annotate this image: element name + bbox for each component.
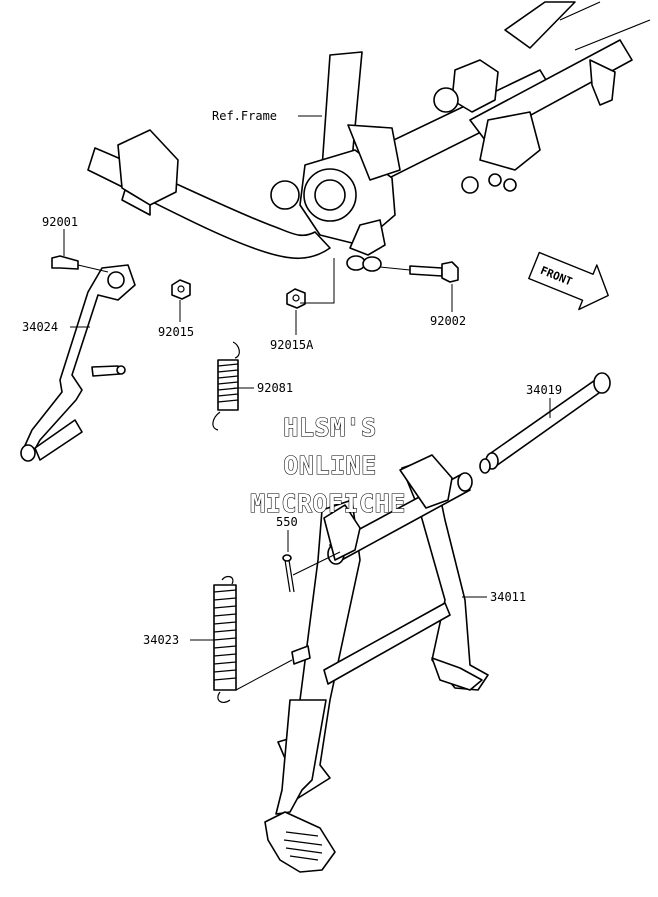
side-stand-34024 xyxy=(20,264,136,462)
label-34024: 34024 xyxy=(22,320,58,334)
label-550: 550 xyxy=(276,515,298,529)
watermark-line-1: HLSM'S xyxy=(283,413,376,442)
label-34023: 34023 xyxy=(143,633,179,647)
bolt-92001 xyxy=(51,255,109,273)
label-92081: 92081 xyxy=(257,381,293,395)
pivot-shaft-34019 xyxy=(479,372,611,474)
bolt-92002 xyxy=(379,261,459,283)
label-92001: 92001 xyxy=(42,215,78,229)
label-ref-frame: Ref.Frame xyxy=(212,109,277,123)
front-arrow: FRONT xyxy=(528,251,609,311)
label-34019: 34019 xyxy=(526,383,562,397)
leader-lines xyxy=(63,115,551,641)
callout-labels: Ref.Frame 92001 34024 92015 92015A 92002… xyxy=(22,109,562,647)
label-92015: 92015 xyxy=(158,325,194,339)
nut-92015 xyxy=(171,279,191,300)
frame-drawing xyxy=(87,1,651,272)
spring-92081 xyxy=(212,341,240,431)
watermark: HLSM'S ONLINE MICROFICHE xyxy=(250,412,406,518)
label-34011: 34011 xyxy=(490,590,526,604)
label-92015a: 92015A xyxy=(270,338,314,352)
cotter-pin-550 xyxy=(282,551,341,593)
watermark-line-2: ONLINE xyxy=(283,451,376,480)
nut-92015a xyxy=(286,288,306,309)
spring-34023 xyxy=(213,575,311,704)
center-stand-34011 xyxy=(264,454,489,873)
watermark-line-3: MICROFICHE xyxy=(250,489,406,518)
label-92002: 92002 xyxy=(430,314,466,328)
